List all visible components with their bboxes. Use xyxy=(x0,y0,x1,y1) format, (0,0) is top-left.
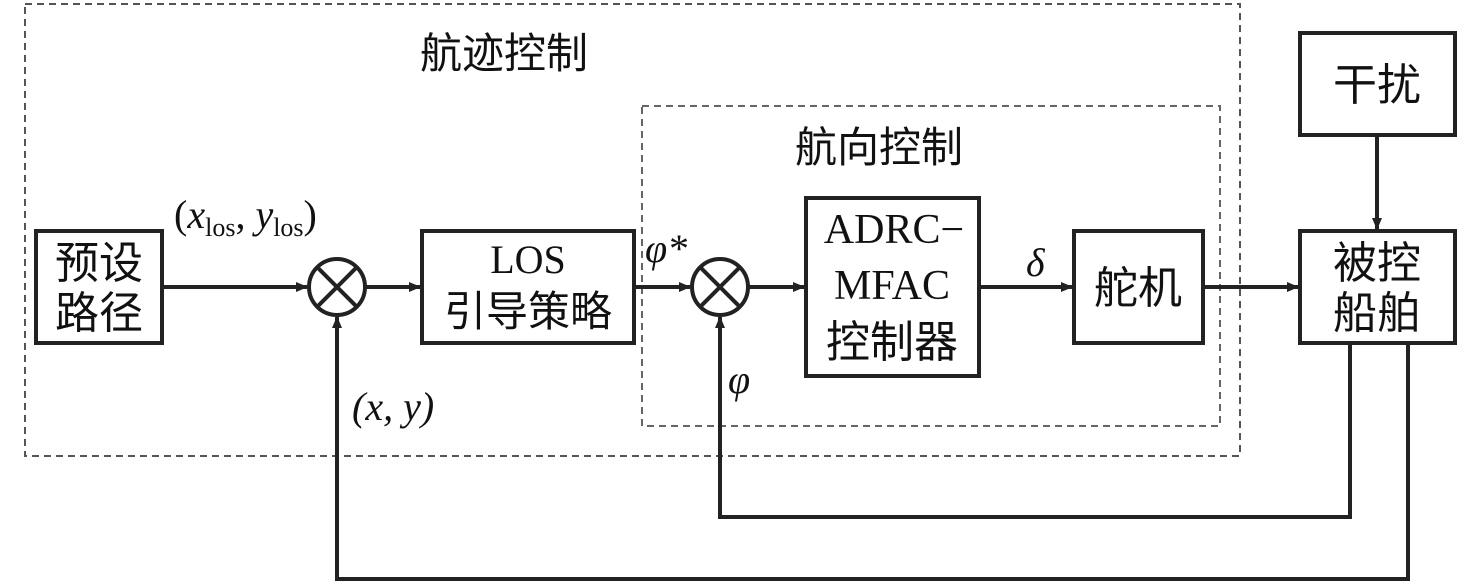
preset-path-label-1: 预设 xyxy=(55,238,143,289)
summing-junction-1 xyxy=(307,257,367,317)
los-point-label: (xlos, ylos) xyxy=(174,192,317,242)
adrc-mfac-controller-block xyxy=(804,196,981,378)
rudder-servo-label: 舵机 xyxy=(1094,263,1182,314)
feedback-heading-line xyxy=(715,316,1352,519)
los-point-y-sub: los xyxy=(273,213,303,242)
heading-feedback-label: φ xyxy=(728,357,750,402)
heading-control-title: 航向控制 xyxy=(795,123,963,172)
los-point-x-sub: los xyxy=(205,213,235,242)
los-guidance-label-1: LOS xyxy=(490,237,566,282)
heading-reference-label: φ* xyxy=(645,226,687,271)
los-point-close-paren: ) xyxy=(304,192,317,237)
track-control-region xyxy=(24,3,1241,457)
feedback-position-line xyxy=(332,316,1410,581)
los-guidance-block xyxy=(420,229,636,345)
controlled-ship-label-2: 船舶 xyxy=(1333,288,1421,339)
adrc-mfac-label-1: ADRC− xyxy=(824,207,964,253)
preset-path-label-2: 路径 xyxy=(55,288,143,339)
controlled-ship-block xyxy=(1298,229,1457,345)
summing-junction-2 xyxy=(690,257,750,317)
disturbance-label: 干扰 xyxy=(1333,60,1421,111)
heading-control-region xyxy=(641,105,1221,427)
position-feedback-label: (x, y) xyxy=(352,384,434,429)
adrc-mfac-label-3: 控制器 xyxy=(826,317,958,368)
los-point-y: y xyxy=(251,192,273,237)
rudder-servo-block xyxy=(1072,229,1205,345)
rudder-angle-label: δ xyxy=(1026,240,1046,285)
controlled-ship-label-1: 被控 xyxy=(1333,238,1421,289)
los-guidance-label-2: 引导策略 xyxy=(444,287,612,336)
los-point-open-paren: ( xyxy=(174,192,187,237)
adrc-mfac-label-2: MFAC xyxy=(834,263,950,309)
los-point-separator: , xyxy=(235,192,255,237)
los-point-x: x xyxy=(186,192,205,237)
track-control-title: 航迹控制 xyxy=(420,29,588,78)
